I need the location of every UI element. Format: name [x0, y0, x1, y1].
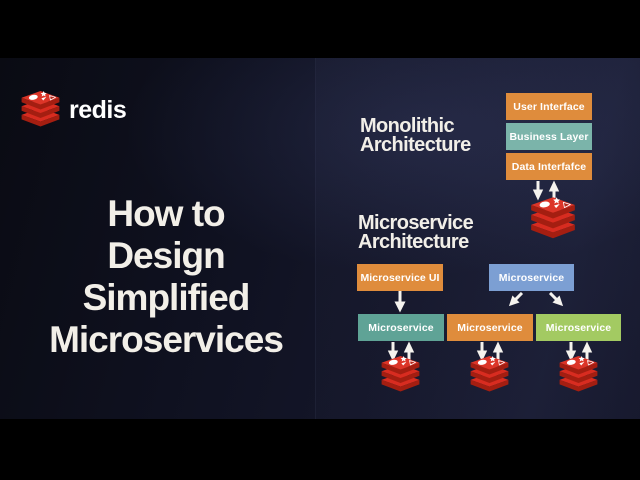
- ms-ui-node: Microservice UI: [357, 264, 443, 291]
- title-line-4: Microservices: [49, 319, 284, 360]
- title-line-1: How to: [107, 193, 225, 234]
- redis-database-icon: [467, 356, 512, 392]
- title-line-2: Design: [107, 235, 225, 276]
- redis-database-icon: [556, 356, 601, 392]
- microservice-heading: Microservice Architecture: [358, 212, 474, 253]
- mono-layer-data-interface: Data Interfafce: [506, 153, 592, 180]
- mono-layer-business-layer: Business Layer: [506, 123, 592, 150]
- ms-gateway-node: Microservice: [489, 264, 574, 291]
- letterbox-bottom: [0, 419, 640, 480]
- redis-database-icon: [527, 197, 579, 239]
- page-title: How to Design Simplified Microservices: [0, 193, 332, 361]
- microservice-heading-line-1: Microservice: [358, 212, 474, 234]
- ms-node-orange: Microservice: [447, 314, 533, 341]
- panel-divider-line: [315, 58, 316, 419]
- microservice-heading-line-2: Architecture: [358, 231, 469, 253]
- letterbox-top: [0, 0, 640, 58]
- monolithic-heading-line-2: Architecture: [360, 134, 471, 156]
- brand-wordmark: redis: [69, 96, 127, 124]
- monolithic-heading-line-1: Monolithic: [360, 115, 455, 137]
- diagonal-arrows-icon: [508, 292, 564, 307]
- bidirectional-arrows-icon: [476, 341, 504, 362]
- monolithic-heading: Monolithic Architecture: [360, 115, 471, 156]
- ms-node-teal: Microservice: [358, 314, 444, 341]
- title-line-3: Simplified: [82, 277, 251, 318]
- redis-database-icon: [378, 356, 423, 392]
- redis-logo-icon: [18, 91, 63, 127]
- ms-node-green: Microservice: [536, 314, 621, 341]
- arrow-down-icon: [394, 291, 406, 313]
- mono-layer-user-interface: User Interface: [506, 93, 592, 120]
